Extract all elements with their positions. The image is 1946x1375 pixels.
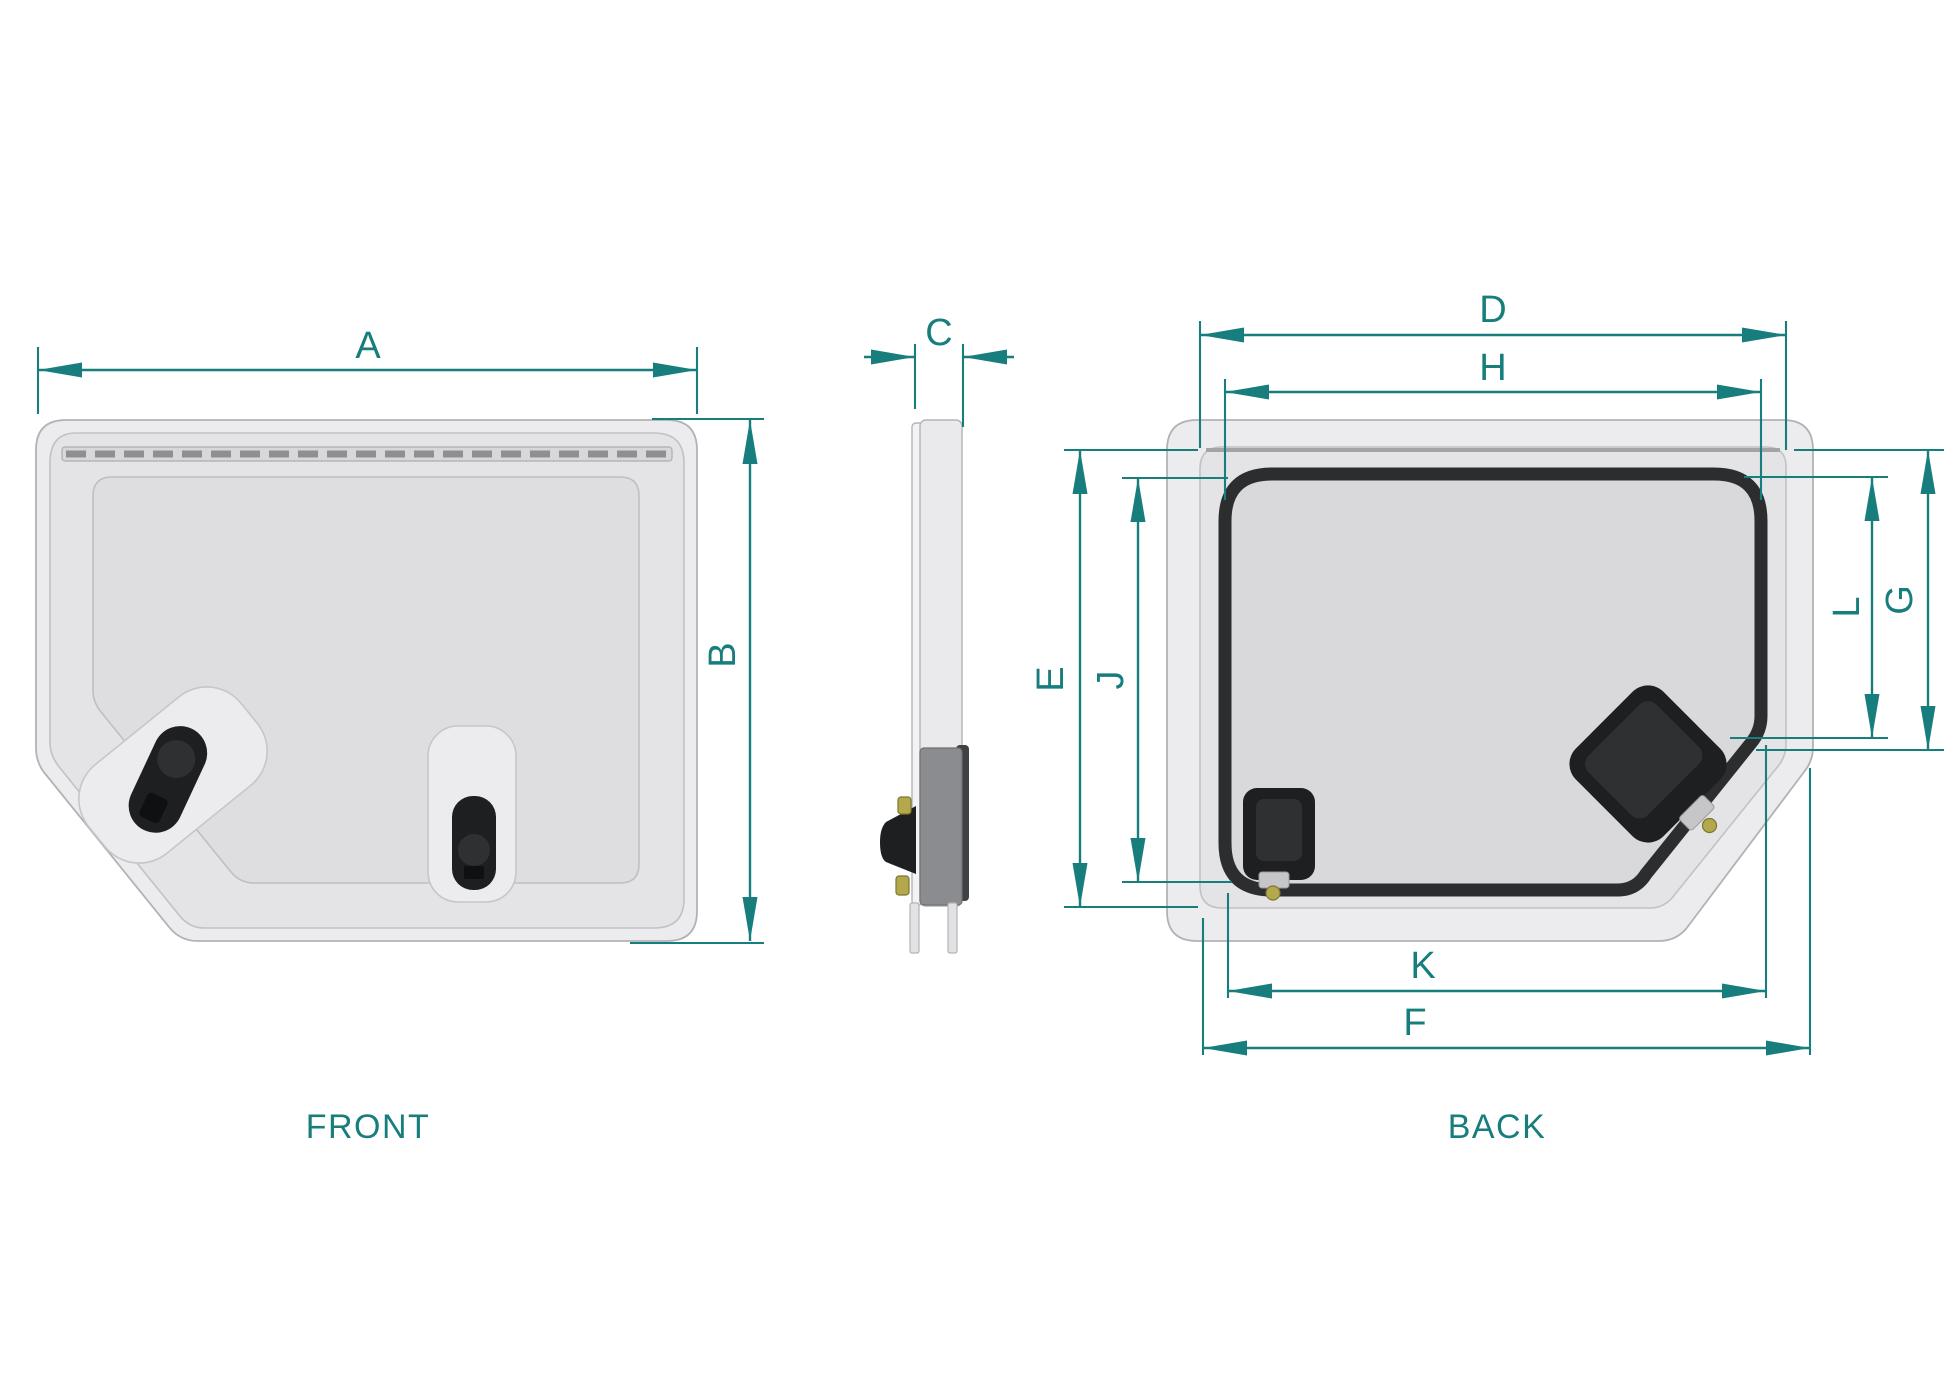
dimension-a: A xyxy=(36,325,699,414)
dim-label-a: A xyxy=(355,325,381,367)
front-view-title: FRONT xyxy=(306,1108,431,1146)
back-view xyxy=(1166,419,1814,942)
dimension-k: K xyxy=(1226,745,1768,999)
dimension-c: C xyxy=(864,312,1014,427)
side-lower-frame xyxy=(919,747,963,906)
dimension-b: B xyxy=(630,417,764,945)
side-view xyxy=(880,419,969,954)
dimension-l: L xyxy=(1730,475,1888,740)
back-corner-latch xyxy=(1569,685,1727,843)
dim-label-k: K xyxy=(1410,945,1435,987)
dimension-g: G xyxy=(1756,448,1944,752)
front-bottom-latch xyxy=(452,796,496,890)
dim-label-e: E xyxy=(1030,666,1072,691)
front-corner-latch xyxy=(128,726,208,833)
dimension-d: D xyxy=(1198,289,1788,450)
dim-label-l: L xyxy=(1826,596,1868,617)
dim-label-d: D xyxy=(1479,289,1506,331)
side-latch-handle xyxy=(880,806,916,874)
back-view-title: BACK xyxy=(1448,1108,1547,1146)
side-leg-left xyxy=(909,902,920,954)
side-leg-right xyxy=(947,902,958,954)
dim-label-j: J xyxy=(1090,671,1132,690)
dimension-f: F xyxy=(1201,768,1812,1056)
back-bottom-latch xyxy=(1243,788,1315,901)
dimension-h: H xyxy=(1223,347,1763,500)
dim-label-c: C xyxy=(925,312,952,354)
dimension-e: E xyxy=(1030,448,1198,909)
dim-label-b: B xyxy=(702,642,744,667)
side-screw-bottom xyxy=(895,875,910,896)
front-view xyxy=(35,419,698,942)
dimension-j: J xyxy=(1090,476,1232,884)
dim-label-h: H xyxy=(1479,347,1506,389)
dim-label-f: F xyxy=(1403,1002,1426,1044)
dim-label-g: G xyxy=(1879,585,1921,615)
side-screw-top xyxy=(897,796,912,815)
